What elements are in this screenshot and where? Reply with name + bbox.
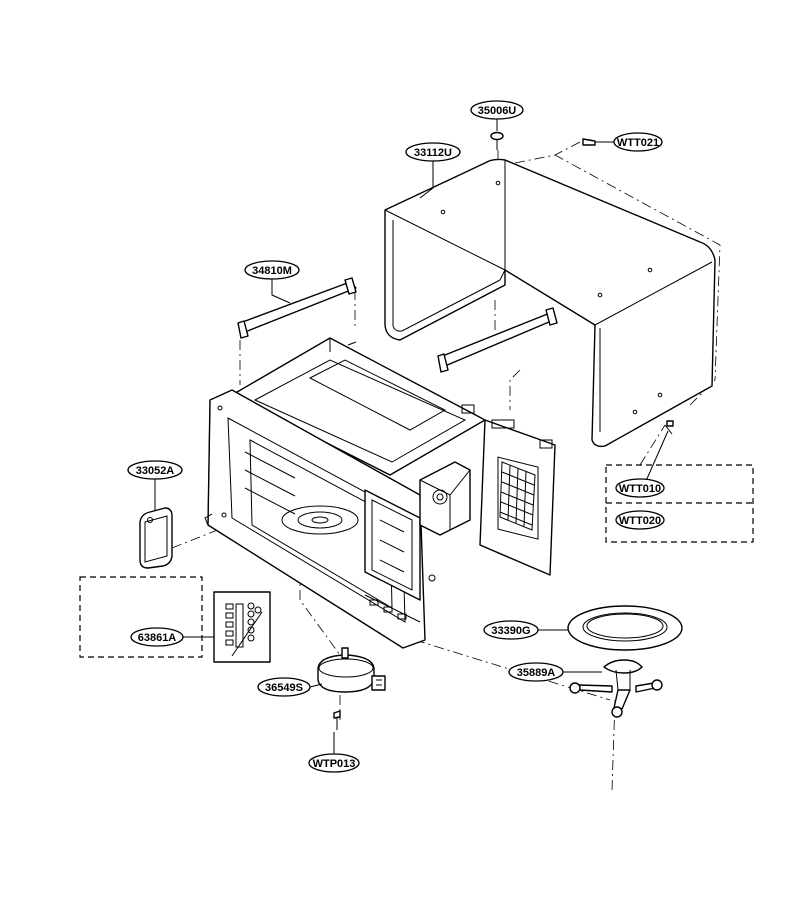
part-number-text: 35889A: [517, 667, 556, 679]
part-number-text: 33052A: [136, 465, 175, 477]
part-label-63861A: 63861A: [130, 627, 184, 647]
part-number-text: 33390G: [491, 625, 530, 637]
part-number-text: 33112U: [414, 147, 452, 159]
part-number-text: 34810M: [252, 265, 292, 277]
vent-grid: [499, 461, 536, 531]
part-label-33390G: 33390G: [483, 620, 539, 640]
part-number-text: WTP013: [313, 758, 356, 770]
oven-chassis: [204, 337, 556, 649]
part-label-33112U: 33112U: [405, 142, 461, 162]
part-label-WTT020: WTT020: [615, 510, 665, 530]
screw-WTP013: [333, 710, 341, 730]
leader-lines: [154, 117, 669, 754]
part-label-WTP013: WTP013: [308, 753, 360, 773]
screw-WTT010: [664, 420, 674, 435]
option-box-left: [79, 576, 203, 658]
part-number-text: WTT010: [619, 483, 661, 495]
outer-cabinet-33112U: [384, 158, 716, 448]
part-label-35889A: 35889A: [508, 662, 564, 682]
screw-35006U: [490, 131, 504, 150]
turntable-motor-36549S: [317, 647, 386, 693]
part-label-33052A: 33052A: [127, 460, 183, 480]
part-number-text: WTT020: [619, 515, 661, 527]
part-label-36549S: 36549S: [257, 677, 311, 697]
glass-tray-33390G: [567, 605, 683, 651]
instruction-label-63861A: [213, 591, 271, 663]
part-number-text: 35006U: [478, 105, 517, 117]
part-number-text: 36549S: [265, 682, 303, 694]
waveguide-cover-33052A: [139, 507, 173, 569]
part-number-text: WTT021: [617, 137, 659, 149]
option-box-right: [605, 464, 754, 543]
part-label-WTT021: WTT021: [613, 132, 663, 152]
rail-right: [437, 307, 558, 373]
part-number-text: 63861A: [138, 632, 177, 644]
roller-support-35889A: [569, 659, 663, 718]
rail-34810M-left: [237, 277, 357, 339]
part-label-34810M: 34810M: [244, 260, 300, 280]
part-label-WTT010: WTT010: [615, 478, 665, 498]
screw-WTT021: [582, 138, 610, 146]
part-label-35006U: 35006U: [470, 100, 524, 120]
